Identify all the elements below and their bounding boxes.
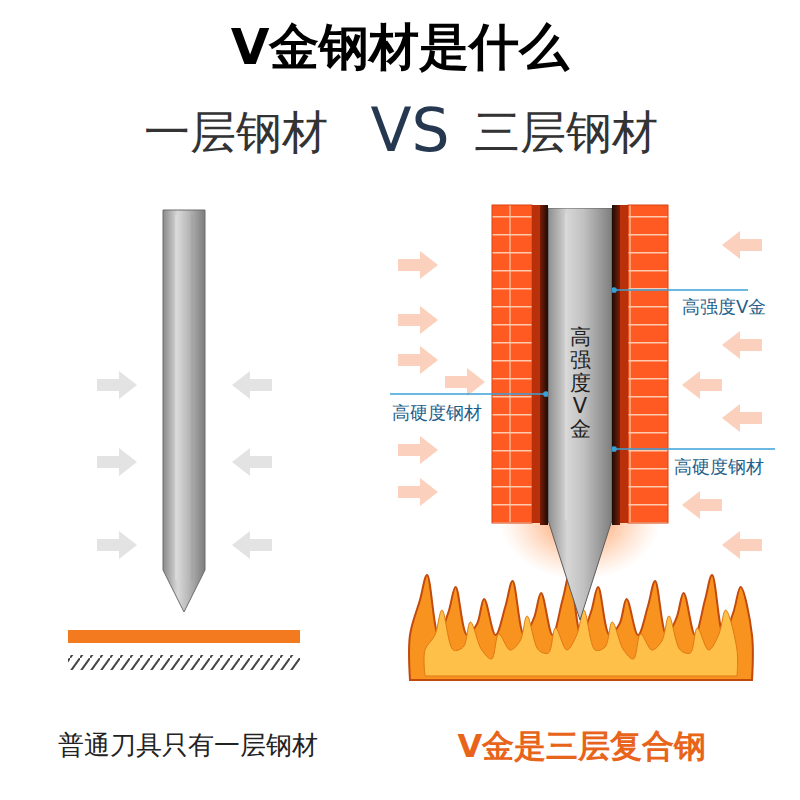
- flame-inner: [424, 610, 738, 676]
- layer-shadow: [540, 205, 548, 525]
- blade-sheen: [176, 215, 177, 580]
- versus-text: VS: [370, 96, 449, 165]
- blade-outline: [548, 208, 612, 620]
- caption-text: V金是三层复合钢: [458, 728, 707, 765]
- subtitle-text: 一层钢材: [144, 106, 328, 159]
- part-label: 高硬度钢材: [672, 457, 766, 478]
- pressure-arrow: [682, 371, 722, 399]
- pressure-arrow: [398, 436, 438, 464]
- subtitle-text: 三层钢材: [474, 106, 658, 159]
- title-text: V金钢材是什么: [231, 19, 570, 77]
- pressure-arrow: [398, 478, 438, 506]
- core-blade: 高强度V金: [548, 208, 612, 620]
- pressure-arrow: [722, 531, 762, 559]
- leader-dot: [612, 288, 616, 292]
- leader-dot: [612, 447, 616, 451]
- blade-sheen: [566, 214, 567, 520]
- hard-steel-layer: [628, 205, 668, 523]
- pressure-arrow: [722, 331, 762, 359]
- blade-sheen: [192, 215, 193, 580]
- part-label: 高强度V金: [680, 297, 768, 318]
- cutting-board: [68, 630, 300, 643]
- pressure-arrow: [97, 448, 137, 476]
- pressure-arrow: [232, 531, 272, 559]
- part-label: 高硬度钢材: [390, 403, 484, 424]
- pressure-arrow: [445, 368, 485, 396]
- pressure-arrow: [97, 531, 137, 559]
- single-layer-blade: [163, 210, 205, 612]
- vertical-label: 高强度V金: [570, 326, 591, 441]
- pressure-arrow: [398, 251, 438, 279]
- pressure-arrow: [398, 346, 438, 374]
- pressure-arrow: [398, 306, 438, 334]
- caption-text: 普通刀具只有一层钢材: [58, 731, 318, 761]
- pressure-arrow: [97, 371, 137, 399]
- leader-line: [612, 289, 748, 290]
- pressure-arrow: [232, 448, 272, 476]
- ground-hatch: [68, 655, 300, 670]
- pressure-arrow: [682, 491, 722, 519]
- leader-line: [390, 393, 546, 394]
- layer-shadow: [612, 205, 620, 525]
- hard-steel-layer: [492, 205, 532, 523]
- pressure-arrow: [232, 371, 272, 399]
- leader-line: [614, 448, 775, 449]
- pressure-arrow: [722, 404, 762, 432]
- pressure-arrow: [722, 231, 762, 259]
